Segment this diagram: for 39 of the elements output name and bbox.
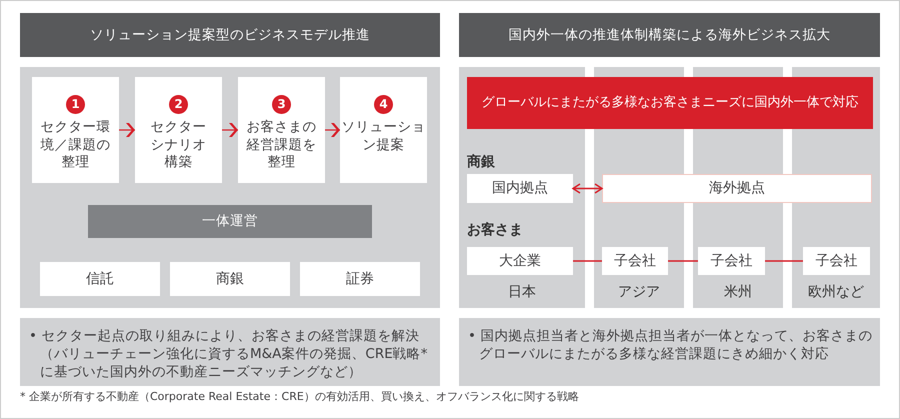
step-label: お客さまの経営課題を整理 (246, 119, 318, 172)
region-label: 日本 (507, 283, 537, 301)
process-panel (20, 67, 440, 308)
client-box: 大企業 (467, 247, 573, 275)
region-label: アジア (617, 283, 661, 301)
business-unit-box: 商銀 (170, 262, 290, 296)
banner: グローバルにまたがる多様なお客さまニーズに国内外一体で対応 (467, 77, 873, 129)
connector-line (668, 260, 698, 262)
step-label: セクターシナリオ構築 (150, 119, 208, 172)
operation-bar: 一体運営 (88, 205, 372, 238)
row-heading: 商銀 (467, 153, 495, 171)
note-panel: • 国内拠点担当者と海外拠点担当者が一体となって、お客さまのグローバルにまたがる多様な経営課題にきめ細かく対応 (459, 318, 880, 386)
office-box: 海外拠点 (602, 174, 872, 203)
business-unit-box: 信託 (40, 262, 160, 296)
step-number: 2 (169, 95, 188, 114)
footnote: * 企業が所有する不動産（Corporate Real Estate：CRE）の有効活用、買い換え、オフバランス化に関する戦略 (20, 390, 579, 404)
connector-line (573, 260, 602, 262)
region-label: 米州 (723, 283, 753, 301)
client-box: 子会社 (602, 247, 668, 275)
step-number: 3 (272, 95, 291, 114)
step-card (238, 77, 325, 183)
step-label: ソリューション提案 (340, 119, 426, 154)
region-label: 欧州など (807, 283, 865, 301)
section-header: 国内外一体の推進体制構築による海外ビジネス拡大 (459, 13, 880, 57)
step-number: 1 (66, 95, 85, 114)
step-number: 4 (374, 95, 393, 114)
step-card (135, 77, 222, 183)
step-card (340, 77, 427, 183)
business-unit-box: 証券 (300, 262, 420, 296)
row-heading: お客さま (467, 221, 523, 239)
note-panel: • セクター起点の取り組みにより、お客さまの経営課題を解決（バリューチェーン強化に資するM&A案件の発掘、CRE戦略*に基づいた国内外の不動産ニーズマッチングなど） (20, 318, 440, 386)
step-label: セクター環境／課題の整理 (40, 119, 112, 172)
connector-line (765, 260, 803, 262)
step-card (32, 77, 119, 183)
client-box: 子会社 (698, 247, 765, 275)
section-header: ソリューション提案型のビジネスモデル推進 (20, 13, 440, 57)
double-arrow (572, 183, 603, 194)
office-box: 国内拠点 (467, 174, 573, 203)
client-box: 子会社 (803, 247, 870, 275)
